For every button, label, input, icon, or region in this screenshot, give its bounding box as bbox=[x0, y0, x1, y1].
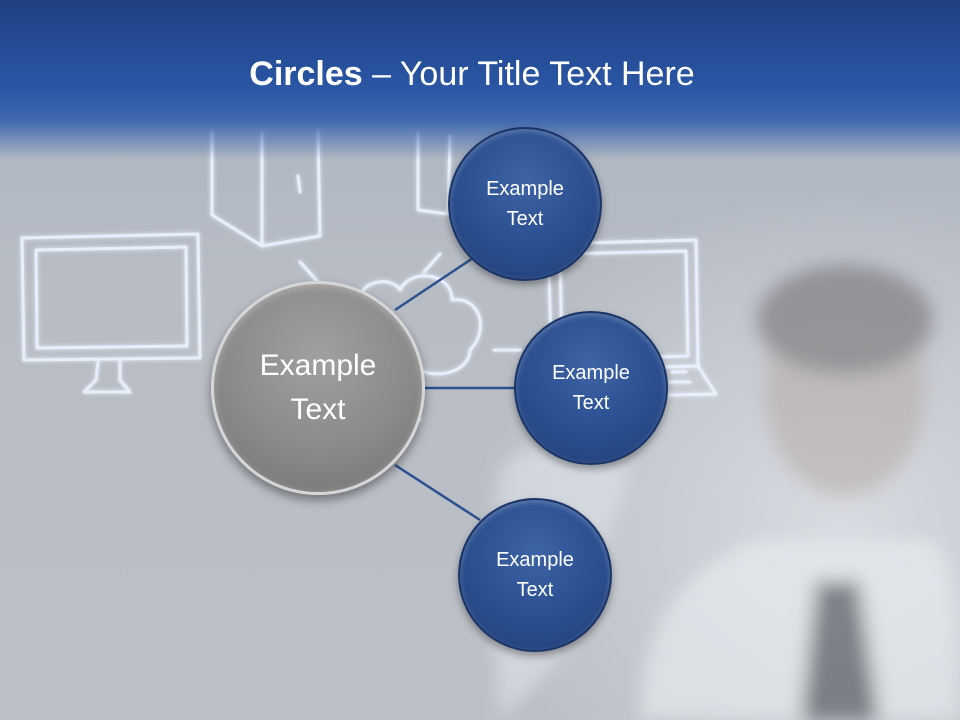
connector-line bbox=[394, 463, 481, 522]
center-circle-label: Example Text bbox=[259, 349, 377, 426]
node-circle-top[interactable]: Example Text bbox=[448, 127, 602, 281]
node-circle-middle[interactable]: Example Text bbox=[514, 311, 668, 465]
node-circle-label: Example Text bbox=[486, 178, 564, 230]
slide-title-rest: – Your Title Text Here bbox=[362, 55, 695, 93]
node-circle-label: Example Text bbox=[496, 549, 574, 601]
center-circle[interactable]: Example Text bbox=[211, 281, 425, 495]
connectors bbox=[394, 254, 515, 522]
monitor-sketch-icon bbox=[20, 232, 202, 394]
connector-line bbox=[394, 254, 477, 312]
slide-title-bold: Circles bbox=[249, 55, 363, 93]
node-circle-label: Example Text bbox=[552, 362, 630, 414]
device-sketch-icon bbox=[416, 130, 452, 216]
node-circle-bottom[interactable]: Example Text bbox=[458, 498, 612, 652]
title-bar bbox=[0, 0, 960, 160]
slide-title[interactable]: Circles – Your Title Text Here bbox=[0, 52, 944, 96]
